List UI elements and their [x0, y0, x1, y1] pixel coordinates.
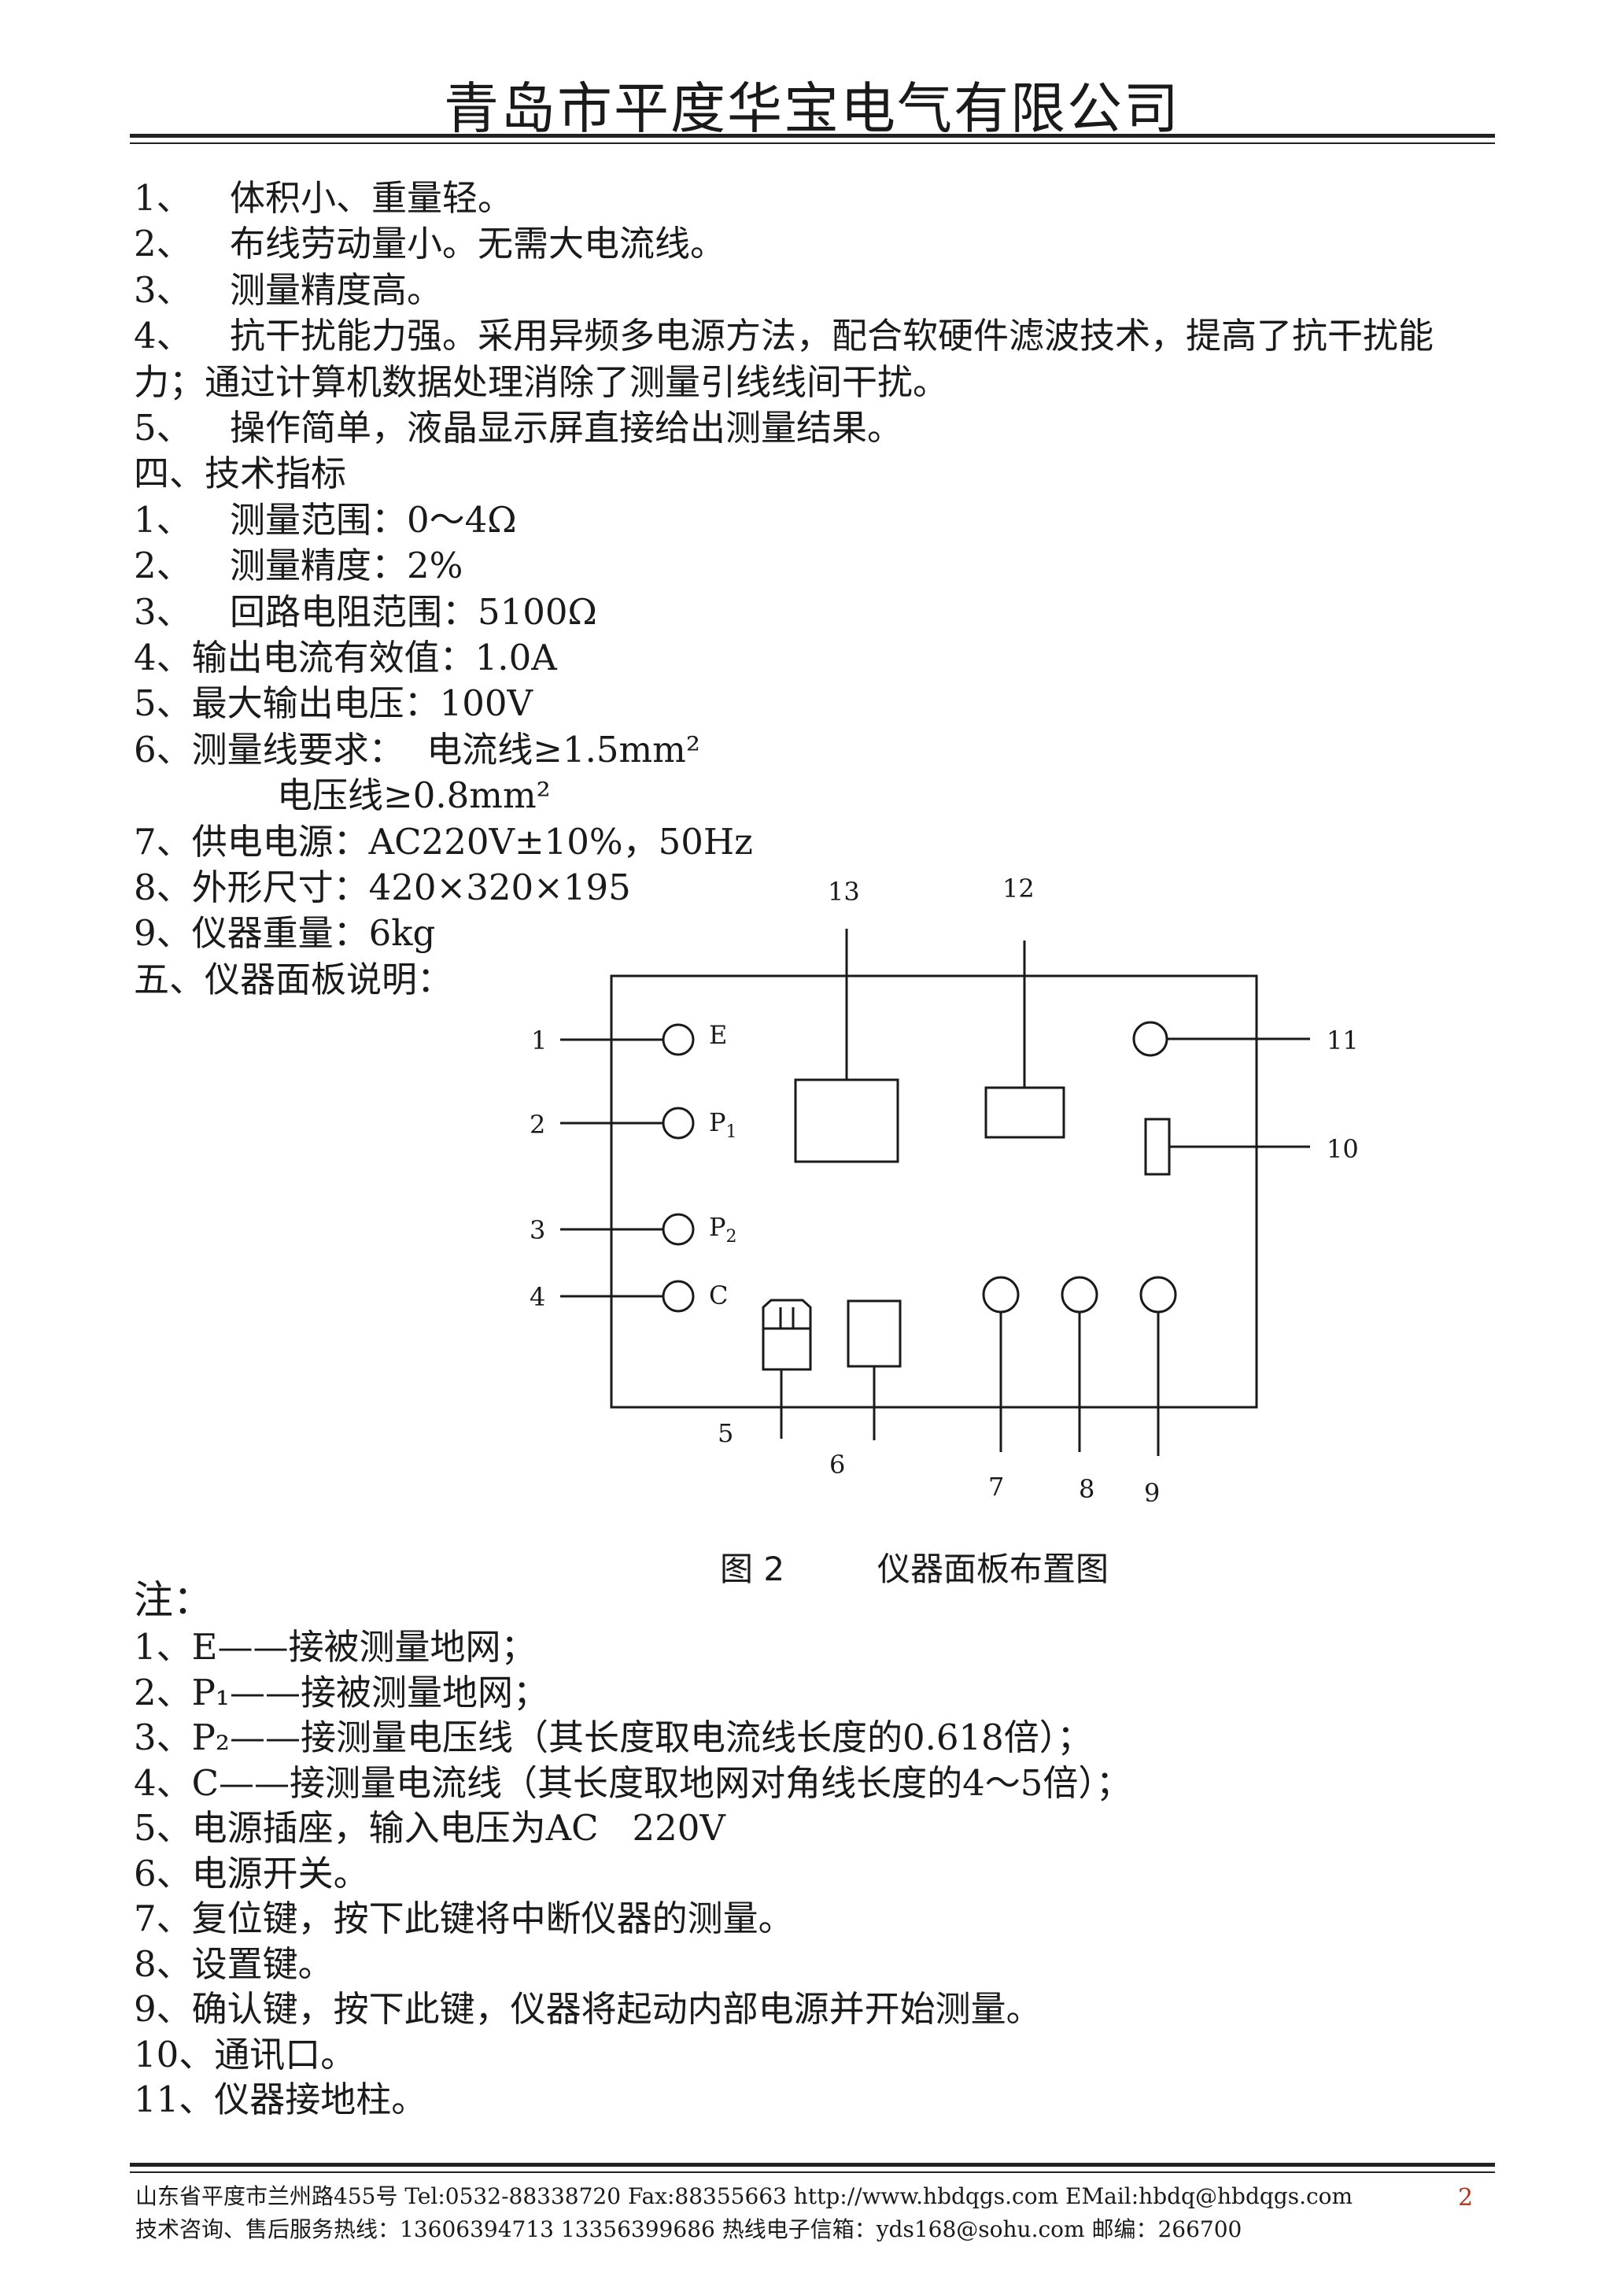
- comm-port: [1144, 1118, 1171, 1176]
- setup-key: [1061, 1276, 1098, 1314]
- callout-2: 2: [530, 1110, 545, 1140]
- notes-title: 注：: [134, 1577, 212, 1623]
- callout-11: 11: [1327, 1026, 1359, 1055]
- spec-item: 5、最大输出电压：100V: [134, 682, 533, 725]
- label-e: E: [709, 1020, 727, 1050]
- callout-6: 6: [829, 1450, 845, 1480]
- callout-3: 3: [530, 1215, 545, 1245]
- note-item: 5、电源插座，输入电压为AC 220V: [134, 1807, 725, 1849]
- spec-item: 2、测量精度：2%: [134, 545, 463, 587]
- header-rule: [130, 134, 1495, 138]
- spec-item: 3、回路电阻范围：5100Ω: [134, 590, 597, 633]
- spec-item: 7、供电电源：AC220V±10%，50Hz: [134, 820, 753, 863]
- callout-5: 5: [718, 1418, 733, 1448]
- section-title-panel: 五、仪器面板说明：: [134, 958, 453, 1000]
- note-item: 9、确认键，按下此键，仪器将起动内部电源并开始测量。: [134, 1988, 1042, 2030]
- note-item: 11、仪器接地柱。: [134, 2079, 427, 2120]
- company-header: 青岛市平度华宝电气有限公司: [444, 76, 1180, 141]
- power-switch: [847, 1299, 902, 1368]
- footer-rule: [130, 2163, 1495, 2167]
- terminal-e: [662, 1023, 695, 1056]
- terminal-c: [662, 1280, 695, 1313]
- ground-post: [1132, 1021, 1168, 1057]
- footer-hotline: 技术咨询、售后服务热线：13606394713 13356399686 热线电子…: [135, 2216, 1242, 2242]
- note-item: 2、P₁——接被测量地网；: [134, 1671, 548, 1713]
- figure-number: 图 2: [720, 1550, 785, 1588]
- note-item: 8、设置键。: [134, 1942, 334, 1985]
- page-number: 2: [1458, 2184, 1474, 2212]
- note-item: 7、复位键，按下此键将中断仪器的测量。: [134, 1898, 794, 1939]
- power-socket: [762, 1299, 812, 1330]
- label-p1: P1: [709, 1107, 737, 1142]
- figure-caption: 图 2 仪器面板布置图: [720, 1543, 1109, 1591]
- callout-9: 9: [1144, 1478, 1160, 1508]
- callout-4: 4: [530, 1282, 545, 1312]
- feature-item: 4、抗干扰能力强。采用异频多电源方法，配合软硬件滤波技术，提高了抗干扰能力；通过…: [134, 315, 1434, 403]
- note-item: 10、通讯口。: [134, 2033, 356, 2075]
- panel-outline: [610, 974, 1258, 1409]
- reset-key: [982, 1276, 1020, 1314]
- spec-item: 4、输出电流有效值：1.0A: [134, 636, 557, 678]
- label-p2: P2: [709, 1212, 737, 1247]
- confirm-key: [1139, 1276, 1177, 1314]
- section-title-specs: 四、技术指标: [134, 453, 347, 495]
- spec-item: 9、仪器重量：6kg: [134, 912, 436, 955]
- callout-10: 10: [1327, 1134, 1359, 1164]
- feature-item: 1、体积小、重量轻。: [134, 177, 514, 219]
- feature-item: 5、操作简单，液晶显示屏直接给出测量结果。: [134, 406, 903, 449]
- header-rule-thin: [130, 142, 1495, 144]
- note-item: 6、电源开关。: [134, 1852, 369, 1894]
- terminal-p2: [662, 1213, 695, 1246]
- callout-8: 8: [1079, 1474, 1094, 1504]
- document-body: 1、体积小、重量轻。 2、布线劳动量小。无需大电流线。 3、测量精度高。 4、抗…: [134, 176, 1503, 1003]
- indicator-window: [984, 1086, 1065, 1139]
- spec-item: 1、测量范围：0～4Ω: [134, 498, 517, 541]
- note-item: 1、E——接被测量地网；: [134, 1626, 537, 1668]
- spec-item: 电压线≥0.8mm²: [277, 774, 551, 817]
- note-item: 4、C——接测量电流线（其长度取地网对角线长度的4～5倍）；: [134, 1761, 1131, 1804]
- footer-address: 山东省平度市兰州路455号 Tel:0532-88338720 Fax:8835…: [135, 2183, 1353, 2209]
- label-c: C: [709, 1281, 728, 1310]
- callout-1: 1: [531, 1026, 547, 1055]
- display-window: [794, 1078, 899, 1163]
- spec-item: 6、测量线要求： 电流线≥1.5mm²: [134, 728, 700, 771]
- terminal-p1: [662, 1107, 695, 1140]
- footer-rule-thin: [130, 2171, 1495, 2173]
- feature-item: 2、布线劳动量小。无需大电流线。: [134, 223, 726, 265]
- callout-7: 7: [988, 1472, 1004, 1502]
- feature-item: 3、测量精度高。: [134, 268, 443, 311]
- note-item: 3、P₂——接测量电压线（其长度取电流线长度的0.618倍）；: [134, 1717, 1093, 1758]
- figure-title: 仪器面板布置图: [877, 1550, 1109, 1588]
- footer: 山东省平度市兰州路455号 Tel:0532-88338720 Fax:8835…: [135, 2180, 1353, 2246]
- spec-item: 8、外形尺寸：420×320×195: [134, 866, 631, 908]
- notes-section: 注： 1、E——接被测量地网； 2、P₁——接被测量地网； 3、P₂——接测量电…: [134, 1576, 1503, 2123]
